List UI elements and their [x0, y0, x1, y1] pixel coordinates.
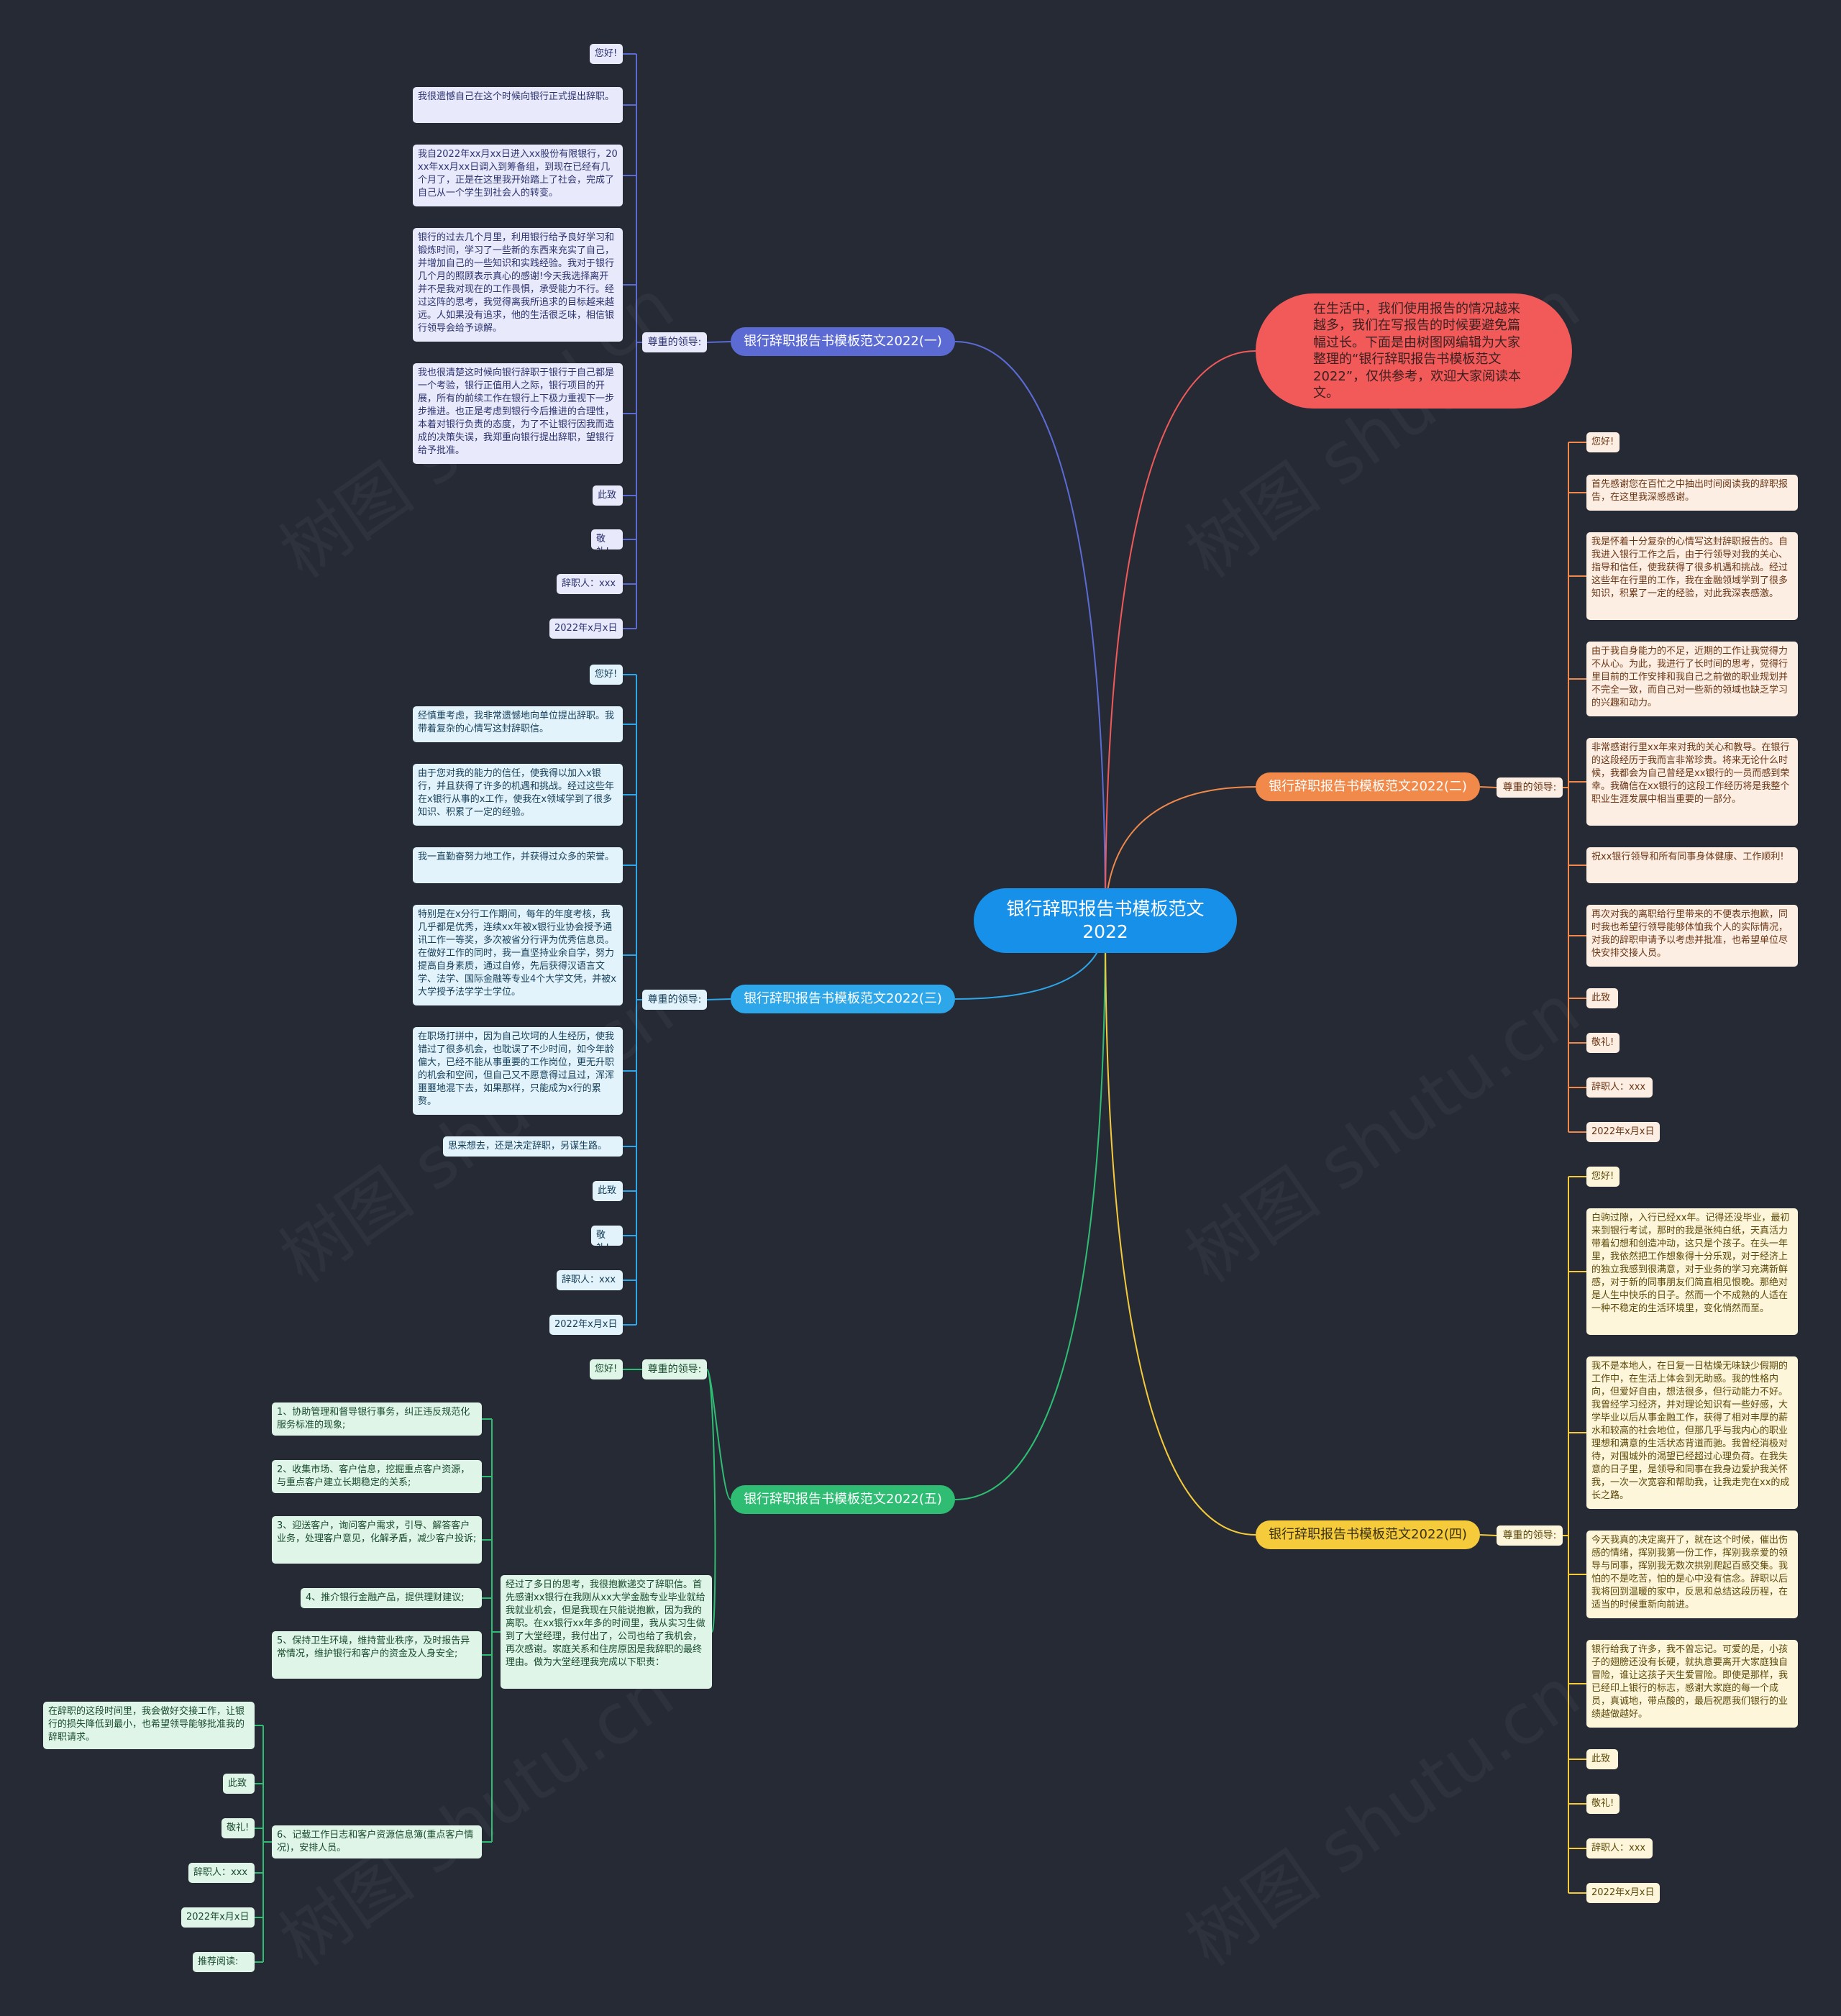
- b4-leaf-9[interactable]: 2022年x月x日: [1586, 1883, 1660, 1903]
- b2-leaf-4[interactable]: 由于我自身能力的不足，近期的工作让我觉得力不从心。为此，我进行了长时间的思考，觉…: [1586, 642, 1798, 716]
- b3-leaf-11[interactable]: 2022年x月x日: [549, 1315, 623, 1335]
- b1-leaf-4[interactable]: 银行的过去几个月里，利用银行给予良好学习和锻炼时间，学习了一些新的东西来充实了自…: [413, 228, 623, 342]
- b5-closing-5[interactable]: 2022年x月x日: [181, 1907, 255, 1928]
- b1-leaf-5[interactable]: 我也很清楚这时候向银行辞职于银行于自己都是一个考验，银行正值用人之际，银行项目的…: [413, 363, 623, 464]
- b3-leaf-6[interactable]: 在职场打拼中，因为自己坎坷的人生经历，使我错过了很多机会，也耽误了不少时间，如今…: [413, 1027, 623, 1115]
- branch-3-title[interactable]: 银行辞职报告书模板范文2022(三): [731, 985, 955, 1013]
- b2-leaf-8[interactable]: 此致: [1586, 988, 1618, 1008]
- intro-bubble-link: [1105, 350, 1256, 921]
- b3-leaf-1[interactable]: 您好!: [590, 665, 623, 685]
- b1-leaf-7[interactable]: 敬礼!: [591, 529, 623, 549]
- b3-leaf-5[interactable]: 特别是在x分行工作期间，每年的年度考核，我几乎都是优秀，连续xx年被x银行业协会…: [413, 905, 623, 1005]
- b4-leaf-4[interactable]: 今天我真的决定离开了，就在这个时候，催出伤感的情绪，挥别我第一份工作，挥别我亲爱…: [1586, 1531, 1798, 1618]
- branch-1-title-link: [954, 341, 1106, 921]
- branch-5-salutation[interactable]: 尊重的领导:: [642, 1359, 707, 1379]
- b5-closing-6[interactable]: 推荐阅读:: [193, 1952, 255, 1972]
- intro-bubble[interactable]: 在生活中，我们使用报告的情况越来越多，我们在写报告的时候要避免篇幅过长。下面是由…: [1256, 293, 1572, 409]
- branch-4-title[interactable]: 银行辞职报告书模板范文2022(四): [1256, 1520, 1480, 1549]
- b2-leaf-6[interactable]: 祝xx银行领导和所有同事身体健康、工作顺利!: [1586, 847, 1798, 883]
- b4-leaf-2[interactable]: 白驹过隙，入行已经xx年。记得还没毕业，最初来到银行考试，那时的我是张纯白纸，天…: [1586, 1208, 1798, 1335]
- branch-4-salutation-link: [1479, 1534, 1497, 1536]
- b2-leaf-5[interactable]: 非常感谢行里xx年来对我的关心和教导。在银行的这段经历于我而言非常珍贵。将来无论…: [1586, 738, 1798, 826]
- b5-duty-4[interactable]: 4、推介银行金融产品，提供理财建议;: [301, 1588, 482, 1608]
- b5-duty-6[interactable]: 6、记载工作日志和客户资源信息簿(重点客户情况)，安排人员。: [272, 1825, 482, 1858]
- b2-leaf-1[interactable]: 您好!: [1586, 432, 1620, 452]
- b5-closing-1[interactable]: 在辞职的这段时间里，我会做好交接工作，让银行的损失降低到最小，也希望领导能够批准…: [43, 1702, 255, 1749]
- branch-3-salutation-link: [706, 998, 731, 1000]
- b3-leaf-10[interactable]: 辞职人：xxx: [557, 1270, 623, 1290]
- b2-leaf-3[interactable]: 我是怀着十分复杂的心情写这封辞职报告的。自我进入银行工作之后，由于行领导对我的关…: [1586, 532, 1798, 620]
- branch-2-title[interactable]: 银行辞职报告书模板范文2022(二): [1256, 772, 1480, 801]
- b3-leaf-8[interactable]: 此致: [593, 1181, 623, 1201]
- b3-leaf-2[interactable]: 经慎重考虑，我非常遗憾地向单位提出辞职。我带着复杂的心情写这封辞职信。: [413, 706, 623, 742]
- b4-leaf-1[interactable]: 您好!: [1586, 1167, 1620, 1187]
- b5-closing-3[interactable]: 敬礼!: [221, 1818, 255, 1838]
- b2-leaf-11[interactable]: 2022年x月x日: [1586, 1122, 1660, 1142]
- b4-leaf-6[interactable]: 此致: [1586, 1749, 1618, 1769]
- b2-leaf-7[interactable]: 再次对我的离职给行里带来的不便表示抱歉，同时我也希望行领导能够体恤我个人的实际情…: [1586, 905, 1798, 967]
- b1-leaf-8[interactable]: 辞职人：xxx: [557, 574, 623, 594]
- branch-4-salutation[interactable]: 尊重的领导:: [1497, 1525, 1563, 1546]
- branch-1-title[interactable]: 银行辞职报告书模板范文2022(一): [731, 327, 955, 356]
- b1-leaf-9[interactable]: 2022年x月x日: [549, 619, 623, 639]
- b3-leaf-7[interactable]: 思来想去，还是决定辞职，另谋生路。: [443, 1136, 623, 1157]
- branch-3-salutation[interactable]: 尊重的领导:: [642, 990, 707, 1010]
- b4-leaf-7[interactable]: 敬礼!: [1586, 1794, 1620, 1814]
- b2-leaf-9[interactable]: 敬礼!: [1586, 1033, 1620, 1053]
- branch-5-title-link: [954, 920, 1106, 1500]
- b5-greeting[interactable]: 您好!: [590, 1359, 623, 1379]
- b1-leaf-1[interactable]: 您好!: [590, 44, 623, 64]
- b1-leaf-6[interactable]: 此致: [593, 485, 623, 506]
- b5-main-link: [706, 1369, 716, 1633]
- b5-duty-3[interactable]: 3、迎送客户，询问客户需求，引导、解答客户业务，处理客户意见，化解矛盾，减少客户…: [272, 1516, 482, 1564]
- b5-duty-2[interactable]: 2、收集市场、客户信息，挖掘重点客户资源，与重点客户建立长期稳定的关系;: [272, 1460, 482, 1493]
- b5-closing-2[interactable]: 此致: [223, 1774, 255, 1794]
- branch-1-salutation[interactable]: 尊重的领导:: [642, 332, 707, 352]
- b1-leaf-3[interactable]: 我自2022年xx月xx日进入xx股份有限银行，20xx年xx月xx日调入到筹备…: [413, 145, 623, 206]
- branch-4-title-link: [1105, 920, 1256, 1536]
- b4-leaf-8[interactable]: 辞职人：xxx: [1586, 1838, 1653, 1858]
- b5-duty-5[interactable]: 5、保持卫生环境，维持营业秩序，及时报告异常情况，维护银行和客户的资金及人身安全…: [272, 1631, 482, 1679]
- root-topic[interactable]: 银行辞职报告书模板范文2022: [974, 888, 1237, 953]
- b5-closing-4[interactable]: 辞职人：xxx: [188, 1863, 255, 1883]
- branch-5-title[interactable]: 银行辞职报告书模板范文2022(五): [731, 1485, 955, 1514]
- b5-main-text[interactable]: 经过了多日的思考，我很抱歉递交了辞职信。首先感谢xx银行在我刚从xx大学金融专业…: [501, 1575, 712, 1689]
- b5-duty-1[interactable]: 1、协助管理和督导银行事务，纠正违反规范化服务标准的现象;: [272, 1402, 482, 1436]
- b4-leaf-3[interactable]: 我不是本地人，在日复一日枯燥无味缺少假期的工作中，在生活上体会到无助感。我的性格…: [1586, 1356, 1798, 1509]
- b1-leaf-2[interactable]: 我很遗憾自己在这个时候向银行正式提出辞职。: [413, 87, 623, 123]
- b4-leaf-5[interactable]: 银行给我了许多，我不曾忘记。可爱的是，小孩子的翅膀还没有长硬，就执意要离开大家庭…: [1586, 1640, 1798, 1728]
- b2-leaf-10[interactable]: 辞职人：xxx: [1586, 1077, 1653, 1098]
- branch-2-salutation-link: [1479, 786, 1497, 788]
- b3-leaf-4[interactable]: 我一直勤奋努力地工作，并获得过众多的荣誉。: [413, 847, 623, 883]
- branch-2-salutation[interactable]: 尊重的领导:: [1497, 777, 1563, 798]
- b3-leaf-9[interactable]: 敬礼!: [591, 1226, 623, 1246]
- b3-leaf-3[interactable]: 由于您对我的能力的信任，使我得以加入x银行，并且获得了许多的机遇和挑战。经过这些…: [413, 764, 623, 826]
- b2-leaf-2[interactable]: 首先感谢您在百忙之中抽出时间阅读我的辞职报告，在这里我深感感谢。: [1586, 475, 1798, 511]
